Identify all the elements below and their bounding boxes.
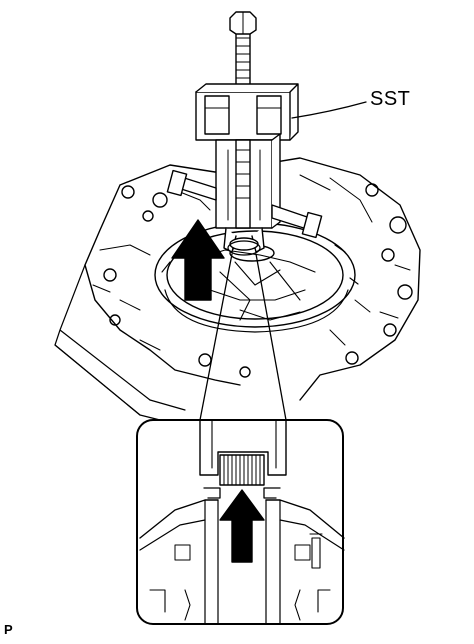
sst-leader-line [291,101,367,119]
lift-direction-arrow-main [171,219,225,301]
figure-code-label: P [4,622,13,637]
detail-view [136,419,345,625]
transaxle-case [54,157,421,426]
lift-direction-arrow-detail [219,489,265,563]
sst-label: SST [370,88,411,110]
detail-callout-lines [199,240,287,421]
sst-puller-tool [166,11,323,253]
snap-ring [154,222,359,333]
